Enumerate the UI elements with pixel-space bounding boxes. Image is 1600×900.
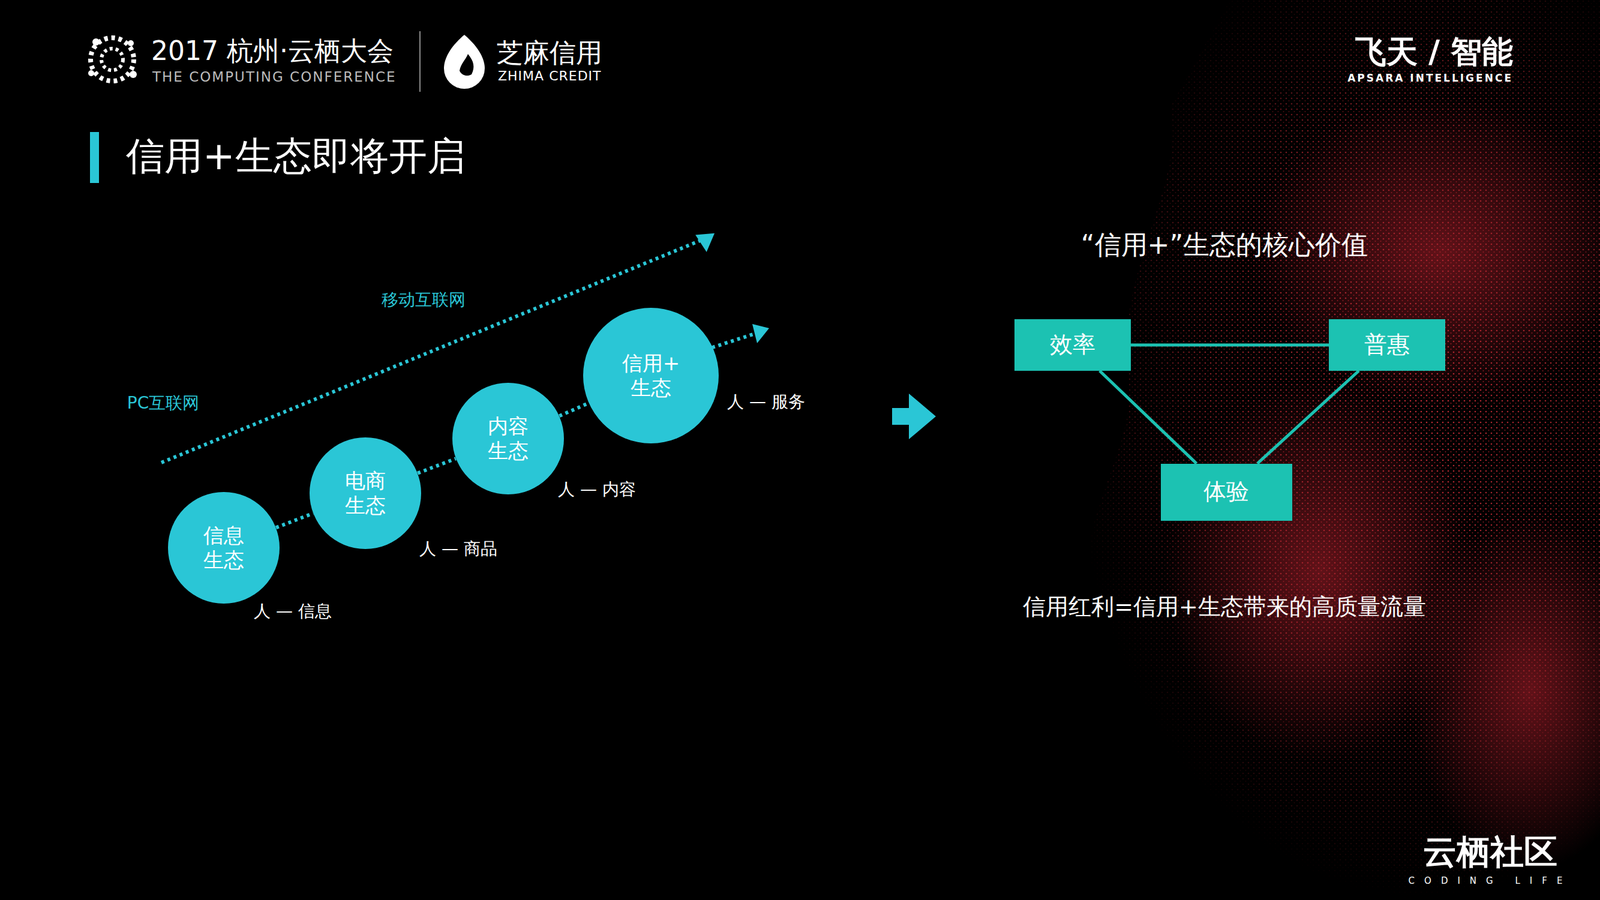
node-text: 普惠	[1364, 331, 1410, 359]
value-box: 效率	[1014, 319, 1131, 371]
section-heading: “信用+”生态的核心价值	[1081, 229, 1368, 261]
stage-circle: 电商 生态	[309, 437, 422, 550]
stage-label: 人 — 服务	[727, 391, 806, 413]
summary-note: 信用红利=信用+生态带来的高质量流量	[1022, 593, 1427, 621]
node-text: 效率	[1049, 331, 1096, 359]
value-link	[1130, 344, 1329, 346]
brand-name: 飞天 / 智能	[1355, 32, 1514, 71]
watermark: 云栖社区	[1423, 831, 1558, 872]
node-text: 信用+ 生态	[617, 350, 685, 401]
conference-subtitle: THE COMPUTING CONFERENCE	[152, 68, 397, 86]
brand-subtitle: ZHIMA CREDIT	[497, 68, 602, 84]
conference-name: 2017 杭州·云栖大会	[151, 35, 394, 68]
stage-circle: 内容 生态	[452, 382, 565, 495]
node-text: 电商 生态	[331, 468, 399, 518]
dotted-connector	[275, 513, 314, 528]
dotted-connector	[559, 403, 589, 417]
dotted-connector	[417, 458, 456, 473]
stage-label: 人 — 内容	[557, 479, 636, 500]
transition-arrow	[892, 393, 936, 440]
watermark: CODING LIFE	[1408, 875, 1573, 887]
trend-label: 移动互联网	[381, 289, 466, 311]
value-link	[1099, 370, 1197, 464]
stage-circle: 信用+ 生态	[583, 307, 720, 444]
value-box: 体验	[1160, 463, 1293, 521]
divider	[419, 31, 421, 92]
stage-circle: 信息 生态	[167, 491, 281, 605]
node-text: 体验	[1203, 478, 1250, 506]
node-text: 信息 生态	[190, 523, 258, 573]
value-link	[1257, 370, 1359, 464]
node-text: 内容 生态	[474, 413, 542, 464]
conference-logo	[88, 37, 137, 81]
brand-name: 芝麻信用	[496, 37, 603, 69]
value-box: 普惠	[1328, 319, 1446, 371]
stage-label: 人 — 商品	[419, 538, 498, 560]
title-bar	[89, 131, 99, 183]
trend-label: PC互联网	[127, 392, 200, 414]
stage-label: 人 — 信息	[253, 601, 332, 622]
zhima-logo	[443, 34, 485, 89]
brand-subtitle: APSARA INTELLIGENCE	[1347, 71, 1514, 84]
slide-title: 信用+生态即将开启	[125, 133, 466, 180]
